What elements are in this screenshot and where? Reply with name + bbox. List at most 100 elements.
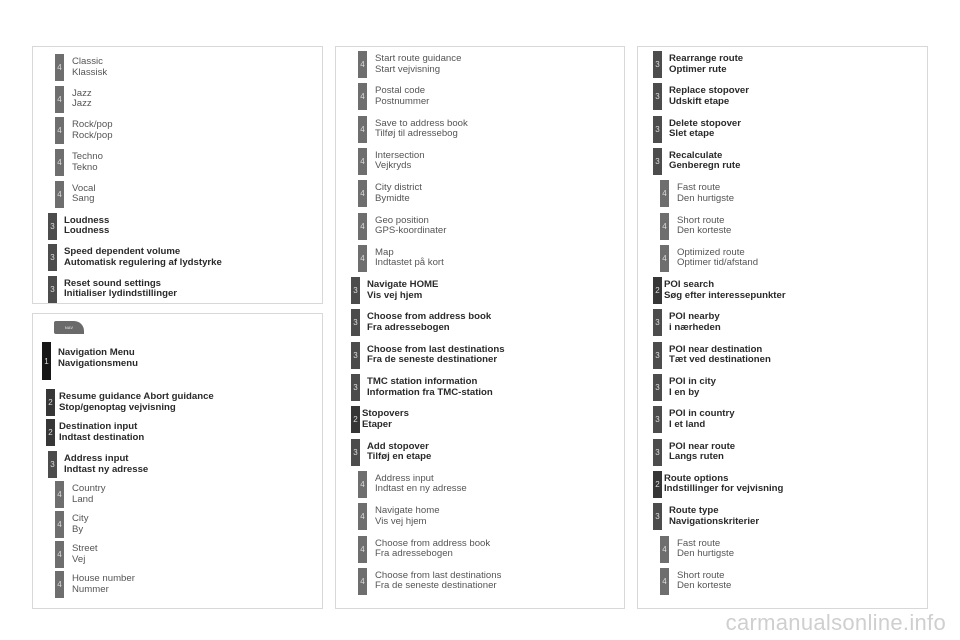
level-badge: 3 bbox=[653, 438, 662, 466]
label-danish: Etaper bbox=[362, 418, 392, 430]
level-badge: 4 bbox=[358, 147, 367, 175]
label-danish: By bbox=[72, 523, 84, 535]
label-danish: Vej bbox=[72, 553, 86, 565]
level-badge: 4 bbox=[358, 51, 367, 78]
level-badge: 4 bbox=[358, 212, 367, 240]
level-badge: 4 bbox=[358, 115, 367, 143]
label-english: TMC station information bbox=[367, 376, 478, 387]
level-badge: 4 bbox=[55, 85, 64, 113]
level-badge: 2 bbox=[653, 277, 662, 305]
label-danish: Udskift etape bbox=[669, 95, 730, 107]
label-danish: Fra de seneste destinationer bbox=[367, 354, 498, 366]
label-english: POI in country bbox=[669, 408, 735, 420]
label-english: Classic bbox=[72, 56, 103, 67]
label-english: Reset sound settings bbox=[64, 277, 162, 289]
label-english: Street bbox=[72, 543, 98, 554]
label-english: Recalculate bbox=[669, 149, 723, 161]
label-danish: i nærheden bbox=[669, 321, 721, 333]
label-danish: GPS-koordinater bbox=[375, 225, 447, 236]
route-menu-panel bbox=[637, 46, 928, 609]
label-danish: Søg efter interessepunkter bbox=[664, 289, 786, 301]
label-english: House number bbox=[72, 573, 135, 584]
label-english: Start route guidance bbox=[375, 53, 462, 64]
level-badge: 3 bbox=[48, 451, 57, 478]
label-english: Add stopover bbox=[367, 440, 429, 452]
level-badge: 3 bbox=[653, 341, 662, 369]
level-badge: 4 bbox=[358, 503, 367, 531]
level-badge: 4 bbox=[358, 83, 367, 111]
label-danish: Indtastet på kort bbox=[375, 257, 444, 269]
level-badge: 3 bbox=[48, 275, 57, 303]
level-badge: 4 bbox=[660, 244, 669, 272]
label-danish: Start vejvisning bbox=[375, 63, 441, 75]
label-english: Choose from address book bbox=[367, 311, 492, 323]
label-danish: Land bbox=[72, 493, 94, 505]
level-badge: 3 bbox=[653, 147, 662, 175]
label-english: Choose from last destinations bbox=[367, 343, 505, 355]
label-danish: Jazz bbox=[72, 98, 92, 110]
label-danish: Tilføj til adressebog bbox=[375, 128, 458, 140]
nav-button[interactable]: NAV bbox=[54, 321, 84, 334]
level-badge: 2 bbox=[46, 419, 55, 446]
label-danish: Information fra TMC-station bbox=[367, 386, 493, 398]
label-danish: Langs ruten bbox=[669, 451, 724, 463]
label-danish: Fra de seneste destinationer bbox=[375, 580, 497, 592]
label-english: Save to address book bbox=[375, 117, 468, 129]
label-english: City district bbox=[375, 182, 422, 194]
level-badge: 1 bbox=[42, 342, 51, 380]
level-badge: 2 bbox=[653, 470, 662, 498]
level-badge: 2 bbox=[46, 389, 55, 416]
label-danish: Navigationsmenu bbox=[58, 357, 138, 369]
label-english: Navigation Menu bbox=[58, 347, 135, 358]
level-badge: 3 bbox=[653, 83, 662, 111]
label-english: Address input bbox=[375, 472, 434, 484]
label-danish: Indtast ny adresse bbox=[64, 463, 149, 475]
label-english: City bbox=[72, 513, 89, 524]
level-badge: 4 bbox=[55, 149, 64, 177]
level-badge: 4 bbox=[358, 567, 367, 595]
level-badge: 4 bbox=[55, 571, 64, 598]
label-danish: Fra adressebogen bbox=[375, 548, 453, 559]
label-danish: Den hurtigste bbox=[677, 548, 735, 559]
label-english: Speed dependent volume bbox=[64, 246, 181, 258]
level-badge: 3 bbox=[351, 277, 360, 305]
navigation-menu-panel bbox=[32, 313, 323, 609]
level-badge: 3 bbox=[653, 406, 662, 434]
level-badge: 4 bbox=[660, 180, 669, 208]
label-english: Replace stopover bbox=[669, 85, 749, 97]
label-english: Jazz bbox=[72, 87, 92, 99]
label-english: Route type bbox=[669, 505, 719, 517]
label-english: Techno bbox=[72, 151, 103, 163]
level-badge: 4 bbox=[660, 535, 669, 563]
label-english: Resume guidance Abort guidance bbox=[59, 391, 214, 402]
label-english: Destination input bbox=[59, 421, 138, 432]
label-danish: Tilføj en etape bbox=[367, 451, 432, 463]
level-badge: 3 bbox=[653, 374, 662, 401]
label-danish: Sang bbox=[72, 193, 95, 205]
